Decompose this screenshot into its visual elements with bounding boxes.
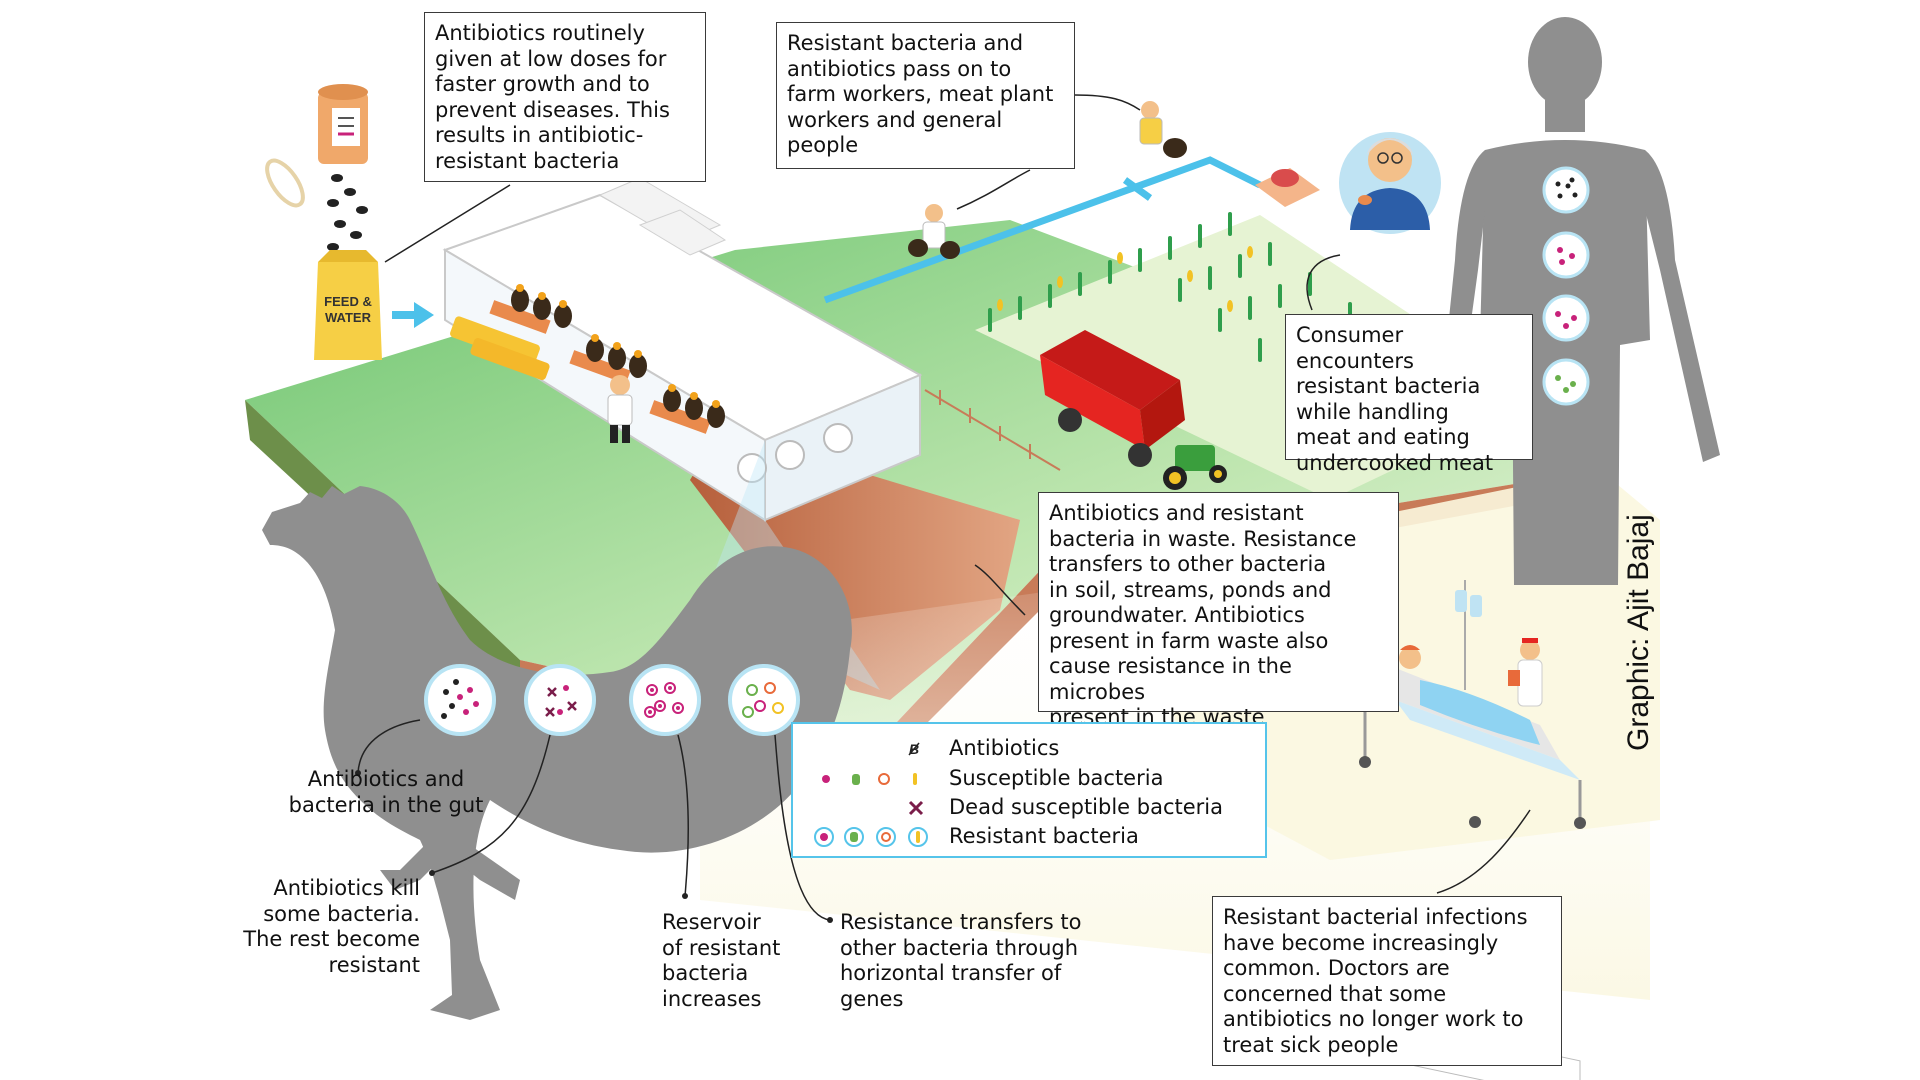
legend-label-susceptible: Susceptible bacteria bbox=[949, 766, 1164, 790]
callout-line: concerned that some bbox=[1223, 981, 1447, 1006]
nurse bbox=[1508, 638, 1543, 707]
callout-line: transfers to other bacteria bbox=[1049, 552, 1327, 576]
callout-line: undercooked meat bbox=[1296, 450, 1494, 475]
legend-row-susceptible: Susceptible bacteria bbox=[793, 764, 1265, 792]
feed-and-water-bag: FEED & WATER bbox=[314, 250, 382, 360]
consumer-portrait bbox=[1339, 132, 1441, 234]
tractor bbox=[1163, 445, 1227, 490]
callout-line: have become increasingly bbox=[1223, 930, 1499, 955]
gut-circle-2 bbox=[524, 664, 596, 736]
callout-line: Resistant bacterial infections bbox=[1223, 905, 1528, 929]
exhaust-fans bbox=[737, 423, 853, 483]
chicken-silhouette bbox=[262, 486, 852, 1020]
farm-worker-with-chickens bbox=[908, 204, 960, 259]
callout-hospital: Resistant bacterial infections have beco… bbox=[1212, 896, 1562, 1066]
callout-consumer: Consumer encounters resistant bacteria w… bbox=[1285, 314, 1533, 475]
callout-line: antibiotics pass on to bbox=[787, 56, 1012, 81]
callout-line: antibiotics no longer work to bbox=[1223, 1007, 1524, 1031]
meat-plant-worker bbox=[1139, 101, 1187, 158]
falling-pills bbox=[327, 174, 368, 251]
legend-label-resistant: Resistant bacteria bbox=[949, 824, 1139, 848]
callout-line: given at low doses for bbox=[435, 46, 667, 71]
legend-row-antibiotics: B Antibiotics bbox=[793, 734, 1265, 762]
antibiotic-jar bbox=[265, 84, 368, 208]
fence bbox=[924, 389, 1061, 471]
legend-row-resistant: Resistant bacteria bbox=[793, 822, 1265, 850]
legend: B Antibiotics Susceptible bacteria Dead … bbox=[791, 722, 1267, 858]
callout-line: Antibiotics routinely bbox=[435, 21, 645, 45]
manure-trailer bbox=[1040, 330, 1185, 467]
callout-line: workers and general bbox=[787, 107, 1003, 132]
label-line: of resistant bbox=[662, 935, 781, 960]
label-line: Antibiotics kill bbox=[273, 876, 420, 900]
label-line: other bacteria through bbox=[840, 935, 1079, 960]
legend-row-dead: Dead susceptible bacteria bbox=[793, 793, 1265, 821]
label-line: bacteria in the gut bbox=[288, 792, 484, 817]
feed-bag-label-line2: WATER bbox=[325, 310, 372, 325]
label-kill: Antibiotics kill some bacteria. The rest… bbox=[215, 876, 420, 978]
callout-waste: Antibiotics and resistant bacteria in wa… bbox=[1038, 492, 1399, 729]
legend-label-dead: Dead susceptible bacteria bbox=[949, 795, 1224, 819]
callout-line: in soil, streams, ponds and bbox=[1049, 577, 1332, 602]
callout-line: resistant bacteria bbox=[1296, 374, 1481, 398]
antibiotic-icon: B bbox=[908, 741, 920, 757]
label-reservoir: Reservoir of resistant bacteria increase… bbox=[662, 910, 802, 1012]
body-bacteria-circles bbox=[1542, 166, 1590, 406]
susceptible-bacteria-icon bbox=[822, 773, 917, 785]
label-transfer: Resistance transfers to other bacteria t… bbox=[840, 910, 1110, 1012]
callout-line: prevent diseases. This bbox=[435, 97, 670, 122]
label-line: resistant bbox=[328, 952, 420, 977]
resistant-bacteria-icon bbox=[814, 827, 928, 847]
dead-bacteria-cross-icon bbox=[908, 800, 924, 816]
callout-line: groundwater. Antibiotics bbox=[1049, 603, 1305, 627]
label-line: genes bbox=[840, 986, 904, 1011]
callout-line: Resistant bacteria and bbox=[787, 31, 1024, 55]
callout-line: present in farm waste also bbox=[1049, 628, 1329, 653]
label-line: horizontal transfer of bbox=[840, 961, 1062, 985]
label-line: The rest become bbox=[243, 927, 420, 951]
meat-platter bbox=[1255, 168, 1320, 207]
callout-line: resistant bacteria bbox=[435, 148, 620, 173]
gut-circles bbox=[424, 664, 800, 736]
callout-antibiotics-low-doses: Antibiotics routinely given at low doses… bbox=[424, 12, 706, 182]
callout-line: people bbox=[787, 133, 859, 157]
label-line: some bacteria. bbox=[263, 901, 420, 926]
label-line: bacteria bbox=[662, 961, 749, 985]
barn-worker bbox=[607, 375, 633, 443]
callout-line: results in antibiotic- bbox=[435, 123, 644, 147]
leader-lines bbox=[357, 94, 1531, 921]
feed-bag-label-line1: FEED & bbox=[324, 294, 372, 309]
graphic-credit: Graphic: Ajit Bajaj bbox=[1622, 514, 1655, 751]
label-line: increases bbox=[662, 986, 762, 1011]
label-line: Antibiotics and bbox=[307, 767, 465, 791]
callout-line: Antibiotics and resistant bbox=[1049, 501, 1304, 525]
callout-line: common. Doctors are bbox=[1223, 956, 1450, 980]
label-line: Resistance transfers to bbox=[840, 910, 1082, 934]
callout-line: farm workers, meat plant bbox=[787, 82, 1054, 106]
arrow-to-barn-icon bbox=[392, 302, 434, 328]
callout-line: treat sick people bbox=[1223, 1032, 1399, 1057]
callout-line: bacteria in waste. Resistance bbox=[1049, 526, 1357, 551]
callout-line: while handling bbox=[1296, 399, 1449, 424]
callout-line: cause resistance in the microbes bbox=[1049, 654, 1292, 704]
gut-circle-3 bbox=[629, 664, 701, 736]
label-gut: Antibiotics and bacteria in the gut bbox=[281, 767, 491, 818]
label-line: Reservoir bbox=[662, 910, 761, 934]
callout-line: Consumer encounters bbox=[1296, 323, 1414, 373]
leader-dots bbox=[355, 770, 833, 923]
callout-line: meat and eating bbox=[1296, 425, 1470, 449]
legend-label-antibiotics: Antibiotics bbox=[949, 736, 1060, 760]
gut-circle-4 bbox=[728, 664, 800, 736]
callout-workers: Resistant bacteria and antibiotics pass … bbox=[776, 22, 1075, 169]
callout-line: faster growth and to bbox=[435, 72, 650, 96]
